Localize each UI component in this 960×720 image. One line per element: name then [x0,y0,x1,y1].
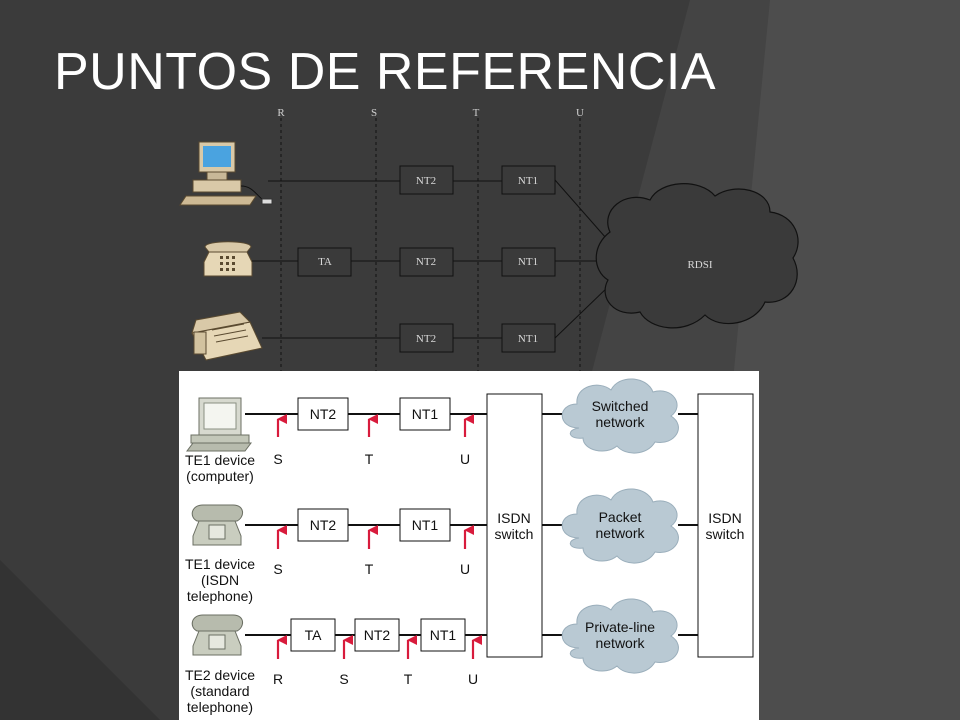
isdn-switch-left [486,393,543,658]
computer-icon [179,141,273,206]
bottom-box-nt2-row1 [297,397,349,431]
top-box-nt1-row2 [501,247,556,277]
top-box-nt1-row1-label: NT1 [518,175,538,187]
isdn-switch-left-line2: switch [495,526,534,542]
ref-label-s: S [371,107,377,119]
telephone-icon [191,504,243,546]
computer-icon [186,397,252,452]
top-box-nt2-row2-label: NT2 [416,256,436,268]
top-box-ta-row2 [297,247,352,277]
slide-title: PUNTOS DE REFERENCIA [54,43,717,101]
point-label-row3-s: S [339,671,348,687]
point-label-row2-t: T [365,561,374,577]
bottom-box-ta-row3-label: TA [305,627,323,643]
top-box-nt1-row3-label: NT1 [518,333,538,345]
ref-label-t: T [473,107,480,119]
top-box-nt2-row3-label: NT2 [416,333,436,345]
bottom-box-nt1-row1 [399,397,451,431]
top-box-nt2-row1-label: NT2 [416,175,436,187]
isdn-switch-left-line1: ISDN [497,510,530,526]
top-box-nt1-row3 [501,323,556,353]
isdn-reference-diagram: TE1 device (computer) NT2 NT1 S T U TE1 … [179,371,759,720]
bottom-box-nt2-row1-label: NT2 [310,406,337,422]
bottom-box-nt1-row3 [420,618,466,652]
isdn-switch-right-line2: switch [706,526,745,542]
private-line-network-line1: Private-line [585,619,655,635]
device-label-row2-line3: telephone) [187,588,253,604]
ref-label-r: R [277,107,285,119]
telephone-icon [191,614,243,656]
top-box-nt2-row3 [399,323,454,353]
point-label-row2-u: U [460,561,470,577]
private-line-network-line2: network [595,635,645,651]
device-label-row1-line2: (computer) [186,468,254,484]
point-label-row2-s: S [273,561,282,577]
fax-icon [191,311,263,361]
point-label-row3-u: U [468,671,478,687]
bottom-box-ta-row3 [290,618,336,652]
top-box-nt2-row1 [399,165,454,195]
ref-label-u: U [576,107,584,119]
point-label-row3-t: T [404,671,413,687]
device-label-row1-line1: TE1 device [185,452,255,468]
point-label-row1-s: S [273,451,282,467]
top-box-ta-row2-label: TA [318,256,332,268]
bottom-box-nt1-row2 [399,508,451,542]
packet-network-line1: Packet [599,509,642,525]
device-label-row3-line3: telephone) [187,699,253,715]
device-label-row3-line2: (standard [190,683,249,699]
point-label-row3-r: R [273,671,283,687]
bottom-box-nt2-row3 [354,618,400,652]
point-label-row1-t: T [365,451,374,467]
rdsi-cloud-label: RDSI [687,259,712,271]
top-box-nt2-row2 [399,247,454,277]
device-label-row2-line2: (ISDN [201,572,239,588]
isdn-switch-right-line1: ISDN [708,510,741,526]
rdsi-cloud [595,183,799,329]
top-box-nt1-row1 [501,165,556,195]
bottom-box-nt2-row2-label: NT2 [310,517,337,533]
switched-network-line1: Switched [592,398,649,414]
top-box-nt1-row2-label: NT1 [518,256,538,268]
bottom-box-nt1-row2-label: NT1 [412,517,439,533]
bottom-box-nt2-row3-label: NT2 [364,627,391,643]
device-label-row3-line1: TE2 device [185,667,255,683]
bottom-box-nt1-row3-label: NT1 [430,627,457,643]
device-label-row2-line1: TE1 device [185,556,255,572]
packet-network-line2: network [595,525,645,541]
bottom-box-nt1-row1-label: NT1 [412,406,439,422]
isdn-switch-right [697,393,754,658]
telephone-icon [203,241,253,277]
point-label-row1-u: U [460,451,470,467]
switched-network-line2: network [595,414,645,430]
